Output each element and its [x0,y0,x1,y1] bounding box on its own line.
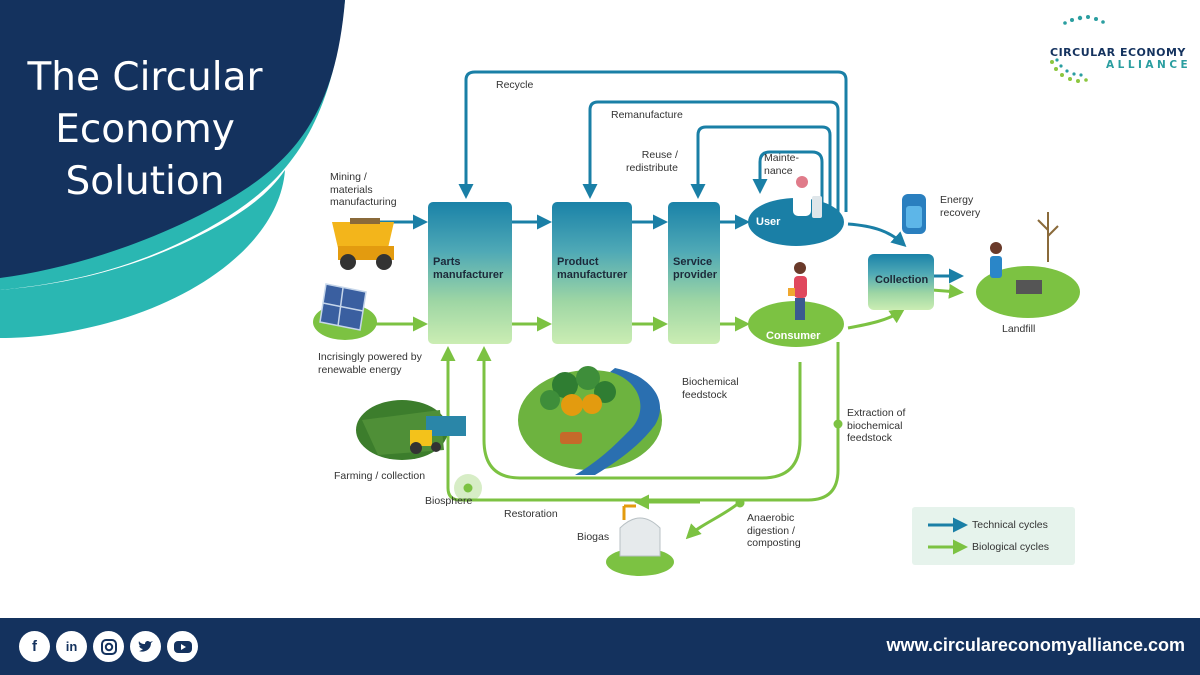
alliance-logo-icon [1050,15,1105,83]
solar-panel-icon [313,283,377,340]
farming-label: Farming / collection [334,470,426,482]
energy-recovery-label: Energy recovery [940,194,981,219]
collection-box [868,254,934,310]
energy-recovery-icon [902,194,926,234]
title-line: Solution [65,159,225,204]
landfill-icon [976,212,1080,318]
user-label: User [756,216,781,228]
title-line: The Circular [27,55,263,100]
service-provider-box [668,202,720,344]
reuse-loop [690,125,832,212]
anaerobic-label: Anaerobic digestion / composting [747,512,801,549]
biogas-tank-icon [606,504,674,576]
twitter-icon[interactable] [130,631,161,662]
consumer-person-icon [788,262,807,320]
forest-icon [518,366,662,475]
product-manufacturer-label: Product manufacturer [557,256,628,281]
biochemical-return [476,346,802,480]
service-provider-label: Service provider [673,256,718,281]
logo-line1: CIRCULAR ECONOMY [1050,46,1186,59]
farm-tractor-icon [356,400,466,460]
renewable-label: Incrisingly powered by renewable energy [318,351,422,376]
page-title: The Circular Economy Solution [0,52,290,208]
remanufacture-label: Remanufacture [611,109,683,121]
linkedin-icon[interactable]: in [56,631,87,662]
title-line: Economy [55,107,235,152]
collection-label: Collection [875,274,929,286]
remanufacture-loop [582,100,840,212]
reuse-label: Reuse / redistribute [626,149,678,174]
parts-manufacturer-box [428,202,512,344]
product-manufacturer-box [552,202,632,344]
legend-box [912,507,1075,565]
biogas-label: Biogas [577,531,610,543]
youtube-icon[interactable] [167,631,198,662]
biosphere-label: Biosphere [425,495,473,507]
mining-label: Mining / materials manufacturing [330,171,397,208]
recycle-loop [458,70,848,212]
parts-manufacturer-label: Parts manufacturer [433,256,504,281]
logo-line2: ALLIANCE [1106,59,1192,71]
legend-technical-label: Technical cycles [972,519,1048,531]
consumer-ellipse [748,301,844,347]
footer-bar: f in www.circulareconomyalliance.com [0,618,1200,675]
biochemical-feedstock-label: Biochemical feedstock [682,376,739,401]
instagram-icon[interactable] [93,631,124,662]
mining-truck-icon [332,218,394,270]
recycle-label: Recycle [496,79,534,91]
logo-text: CIRCULAR ECONOMY ALLIANCE [1050,46,1200,71]
facebook-icon[interactable]: f [19,631,50,662]
website-url[interactable]: www.circulareconomyalliance.com [886,635,1185,655]
extraction-label: Extraction of biochemical feedstock [847,407,906,444]
user-person-icon [793,176,822,218]
circular-economy-diagram [313,70,1080,576]
consumer-label: Consumer [766,330,821,342]
corner-decoration [0,0,345,338]
maintenance-label: Mainte- nance [764,152,800,177]
restoration-label: Restoration [504,508,558,520]
maintenance-loop [752,150,824,210]
landfill-label: Landfill [1002,323,1036,335]
legend-biological-label: Biological cycles [972,541,1050,553]
